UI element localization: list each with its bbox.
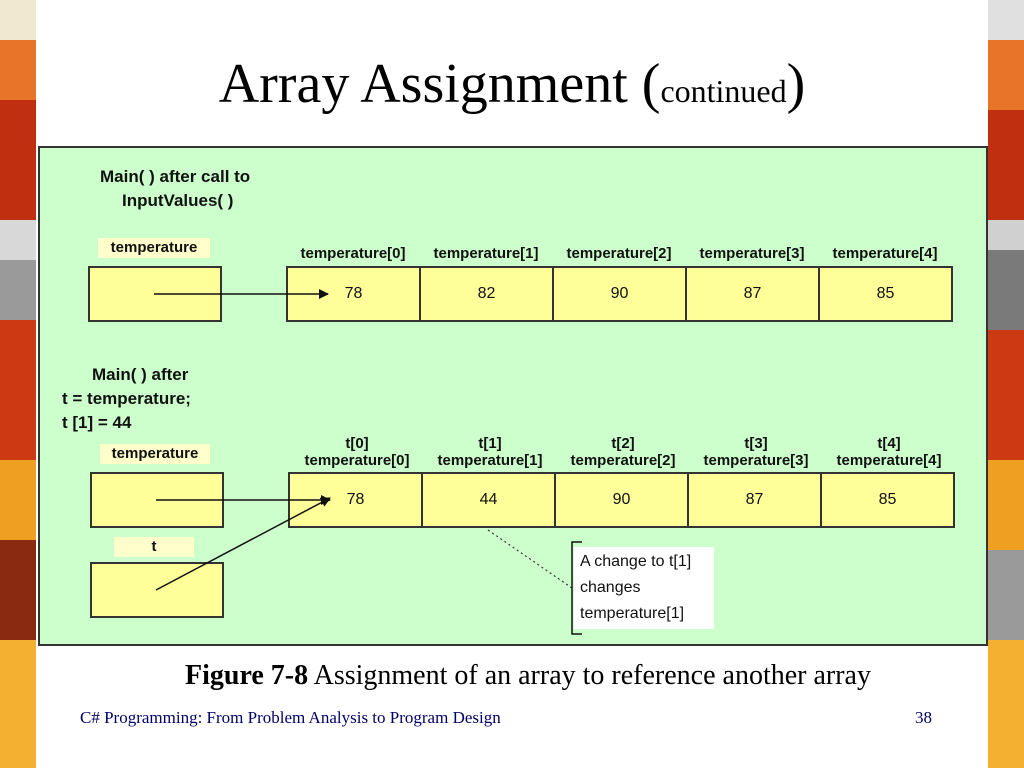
bottom-header-0: temperature[0] <box>304 452 410 469</box>
t-reference-box <box>90 562 224 618</box>
bottom-cell-4: 85 <box>820 472 955 528</box>
bottom-header-2: temperature[2] <box>570 452 676 469</box>
top-cell-2: 90 <box>552 266 687 322</box>
top-header-0: temperature[0] <box>300 245 406 262</box>
top-heading-line2: InputValues( ) <box>122 191 234 210</box>
top-cell-3: 87 <box>685 266 820 322</box>
bottom-header-3: temperature[3] <box>703 452 809 469</box>
top-cell-4: 85 <box>818 266 953 322</box>
change-note: A change to t[1] changes temperature[1] <box>574 547 714 629</box>
top-temperature-label: temperature <box>98 238 210 258</box>
top-temperature-reference-box <box>88 266 222 322</box>
bottom-heading-line1: Main( ) after <box>92 365 189 384</box>
left-decoration-strip <box>0 0 36 768</box>
top-header-4: temperature[4] <box>832 245 938 262</box>
bottom-cell-1: 44 <box>421 472 556 528</box>
t-label: t <box>114 537 194 557</box>
bottom-header-4: temperature[4] <box>836 452 942 469</box>
top-cell-1: 82 <box>419 266 554 322</box>
bottom-alias-header-0: t[0] <box>345 435 369 452</box>
page-number: 38 <box>915 708 932 727</box>
top-header-3: temperature[3] <box>699 245 805 262</box>
bottom-cell-2: 90 <box>554 472 689 528</box>
caption-text: Assignment of an array to reference anot… <box>308 660 871 691</box>
note-line2: changes <box>580 579 641 596</box>
bottom-alias-header-2: t[2] <box>611 435 635 452</box>
figure-caption: Figure 7-8 Assignment of an array to ref… <box>0 658 1024 694</box>
bottom-cell-0: 78 <box>288 472 423 528</box>
top-heading-line1: Main( ) after call to <box>100 167 251 186</box>
bottom-cell-3: 87 <box>687 472 822 528</box>
top-cell-0: 78 <box>286 266 421 322</box>
footer-text: C# Programming: From Problem Analysis to… <box>80 708 501 727</box>
note-line1: A change to t[1] <box>580 553 692 570</box>
top-header-1: temperature[1] <box>433 245 539 262</box>
bottom-temperature-reference-box <box>90 472 224 528</box>
title-main: Array Assignment ( <box>218 53 661 115</box>
title-continued: continued <box>660 73 787 109</box>
bottom-alias-header-1: t[1] <box>478 435 502 452</box>
bottom-alias-header-4: t[4] <box>877 435 901 452</box>
bottom-header-1: temperature[1] <box>437 452 543 469</box>
top-header-2: temperature[2] <box>566 245 672 262</box>
right-decoration-strip <box>988 0 1024 768</box>
bottom-alias-header-3: t[3] <box>744 435 768 452</box>
bottom-heading-line2: t = temperature; <box>62 389 191 408</box>
slide-title: Array Assignment (continued) <box>0 52 1024 123</box>
bottom-heading-line3: t [1] = 44 <box>62 413 132 432</box>
bottom-temperature-label: temperature <box>100 444 210 464</box>
caption-label: Figure 7-8 <box>185 660 309 691</box>
title-close: ) <box>786 53 806 115</box>
note-line3: temperature[1] <box>580 605 685 622</box>
